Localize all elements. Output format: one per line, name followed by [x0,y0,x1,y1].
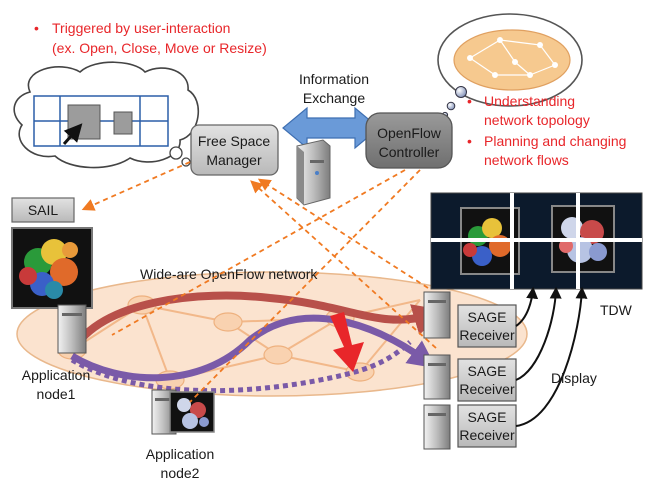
app2-label-1: Application [146,446,215,462]
sage-receiver-1 [457,304,517,348]
sage-3-label-1: SAGE [468,409,507,425]
app-node2-window [169,391,215,433]
sage-1-label-2: Receiver [459,327,515,343]
flow-purple-dashed [70,340,412,394]
info-exchange-label-1: Information [299,71,369,87]
bullet-1: • [34,20,39,36]
red-arrow-icon [330,312,364,372]
window-layout [33,95,169,147]
tdw-display-wall [430,192,643,290]
sage-2-label-1: SAGE [468,363,507,379]
sage-3-label-2: Receiver [459,427,515,443]
thought-bubble-network-icon [437,13,583,119]
note-understand-2: network topology [484,112,590,128]
sail-label: SAIL [28,202,59,218]
ofc-label-1: OpenFlow [377,125,442,141]
network-label: Wide-are OpenFlow network [140,266,318,282]
double-arrow-icon [282,106,380,150]
sage-server-3 [423,404,451,450]
app1-label-1: Application [22,367,91,383]
flow-red [68,291,446,355]
free-space-manager-box [190,124,279,176]
bullet-3: • [467,133,472,149]
fsm-label-1: Free Space [198,133,271,149]
sage-server-1 [423,291,451,339]
app2-label-2: node2 [161,465,200,481]
sail-window [11,227,93,309]
sage-receiver-3 [457,404,517,448]
info-exchange-label-2: Exchange [303,90,365,106]
display-arrows [515,286,588,427]
bullet-2: • [467,93,472,109]
control-arrows [81,161,437,403]
openflow-controller-box [365,112,453,169]
sage-1-label-1: SAGE [468,309,507,325]
ofc-label-2: Controller [379,144,440,160]
app-node1-server [57,304,87,354]
note-trigger-2: (ex. Open, Close, Move or Resize) [52,40,267,56]
note-trigger-1: Triggered by user-interaction [52,20,230,36]
sage-server-2 [423,354,451,400]
note-planning-1: Planning and changing [484,133,626,149]
flow-purple-solid [70,314,437,382]
app1-label-2: node1 [37,386,76,402]
sail-box [11,197,75,223]
tdw-label: TDW [600,302,633,318]
sage-2-label-2: Receiver [459,381,515,397]
note-understand-1: Understanding [484,93,575,109]
server-icon [296,139,331,206]
fsm-label-2: Manager [206,152,262,168]
note-planning-2: network flows [484,152,569,168]
display-label: Display [551,370,597,386]
